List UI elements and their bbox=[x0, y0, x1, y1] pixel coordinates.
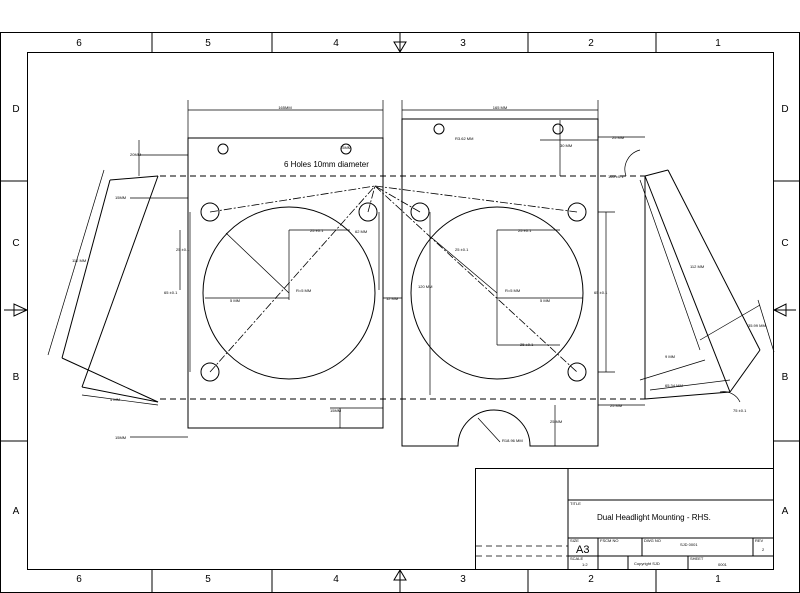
outer-frame bbox=[0, 32, 800, 593]
dim-label: 20MM bbox=[130, 152, 141, 157]
row-label-left: D bbox=[12, 104, 19, 115]
centering-marks bbox=[4, 32, 796, 593]
dim-label: 75 ±0.1 bbox=[733, 408, 747, 413]
scale-value: 1:2 bbox=[582, 562, 588, 567]
dim-label: 15MM bbox=[340, 145, 351, 150]
dwg-label: DWG NO bbox=[644, 538, 661, 543]
row-label-left: A bbox=[13, 506, 20, 517]
sheet-value: 0001 bbox=[718, 562, 728, 567]
dim-label: 25 MM bbox=[612, 135, 624, 140]
column-label-bottom: 1 bbox=[715, 574, 721, 585]
dim-label: 112 MM bbox=[72, 258, 86, 263]
right-headlight-cutout bbox=[410, 206, 584, 380]
dim-label: 65 ±0.1 bbox=[164, 290, 178, 295]
dim-label: 15MM bbox=[115, 435, 126, 440]
small-hole bbox=[340, 143, 352, 155]
dim-label: 25 MM bbox=[610, 403, 622, 408]
dim-label: 15MM bbox=[330, 408, 341, 413]
chain-lines bbox=[209, 185, 578, 373]
fscm-label: FSCM NO bbox=[600, 538, 618, 543]
dim-label: R=5 MM bbox=[296, 288, 311, 293]
dim-label: 5 MM bbox=[230, 298, 240, 303]
inner-frame bbox=[27, 52, 774, 570]
dim-label: 65 ±0.1 bbox=[594, 290, 608, 295]
mounting-hole bbox=[567, 362, 587, 382]
dim-label: 120 MM bbox=[418, 284, 432, 289]
dim-label: 25 ±0.1 bbox=[176, 247, 190, 252]
small-hole bbox=[433, 123, 445, 135]
title-block-frame bbox=[475, 468, 774, 570]
column-label-bottom: 3 bbox=[460, 574, 466, 585]
left-side-flap bbox=[61, 175, 159, 403]
column-label-bottom: 2 bbox=[588, 574, 594, 585]
dim-label: 15MM bbox=[115, 195, 126, 200]
column-label-top: 4 bbox=[333, 38, 339, 49]
dim-label: 65.34 MM bbox=[665, 383, 683, 388]
dim-label: 165 MM bbox=[493, 105, 507, 110]
sheet-size: A3 bbox=[576, 544, 589, 556]
row-label-left: C bbox=[12, 238, 19, 249]
dim-label: 112 MM bbox=[690, 264, 704, 269]
column-label-bottom: 4 bbox=[333, 574, 339, 585]
dim-label: R3.62 MM bbox=[455, 136, 473, 141]
column-label-bottom: 5 bbox=[205, 574, 211, 585]
dwg-number: SJD 0001 bbox=[680, 542, 698, 547]
left-headlight-cutout bbox=[202, 206, 376, 380]
column-label-top: 6 bbox=[76, 38, 82, 49]
row-label-right: D bbox=[781, 104, 788, 115]
mounting-hole bbox=[410, 202, 430, 222]
column-label-top: 5 bbox=[205, 38, 211, 49]
right-side-flap bbox=[644, 169, 761, 400]
row-label-left: B bbox=[13, 372, 20, 383]
left-plate-outline bbox=[187, 137, 384, 429]
small-hole bbox=[217, 143, 229, 155]
mounting-hole bbox=[567, 202, 587, 222]
row-label-right: A bbox=[782, 506, 789, 517]
dim-label: 25 ±0.1 bbox=[518, 228, 532, 233]
drawing-title: Dual Headlight Mounting - RHS. bbox=[597, 513, 711, 522]
column-label-bottom: 6 bbox=[76, 574, 82, 585]
scale-label: SCALE bbox=[570, 556, 583, 561]
dim-label: R18.96 MM bbox=[502, 438, 523, 443]
dim-label: 35.99 MM bbox=[748, 323, 766, 328]
dim-label: R=5 MM bbox=[505, 288, 520, 293]
dim-label: 25 ±0.1 bbox=[310, 228, 324, 233]
title-block-dashes bbox=[476, 545, 568, 557]
small-hole bbox=[552, 123, 564, 135]
dim-label: 25 MM bbox=[550, 419, 562, 424]
rev-value: 2 bbox=[762, 547, 765, 552]
row-label-right: C bbox=[781, 238, 788, 249]
size-label: SIZE bbox=[570, 538, 579, 543]
dim-label: 25 ±0.1 bbox=[455, 247, 469, 252]
column-label-top: 1 bbox=[715, 38, 721, 49]
dim-label: 25 ±0.1 bbox=[520, 342, 534, 347]
dim-label: 165 ±0.1 bbox=[608, 174, 624, 179]
dim-label: 4 MM bbox=[110, 397, 120, 402]
dim-label: 62 MM bbox=[355, 229, 367, 234]
rev-label: REV bbox=[755, 538, 764, 543]
sheet-label: SHEET bbox=[690, 556, 704, 561]
dim-label: 9 MM bbox=[665, 354, 675, 359]
copyright: Copyright SJD bbox=[634, 561, 660, 566]
row-label-right: B bbox=[782, 372, 789, 383]
column-label-top: 2 bbox=[588, 38, 594, 49]
mounting-hole bbox=[200, 202, 220, 222]
dim-label: 12 MM bbox=[386, 296, 398, 301]
mounting-hole bbox=[200, 362, 220, 382]
bracket-dashed-outline bbox=[160, 175, 645, 400]
dim-label: 30 MM bbox=[560, 143, 572, 148]
dimension-lines bbox=[47, 100, 775, 446]
dim-label: 165MM bbox=[278, 105, 291, 110]
right-plate-outline bbox=[401, 118, 599, 447]
column-label-top: 3 bbox=[460, 38, 466, 49]
zone-ticks bbox=[0, 32, 800, 593]
title-label: TITLE bbox=[570, 501, 581, 506]
mounting-hole bbox=[358, 202, 378, 222]
holes-note: 6 Holes 10mm diameter bbox=[284, 160, 369, 169]
dim-label: 5 MM bbox=[540, 298, 550, 303]
